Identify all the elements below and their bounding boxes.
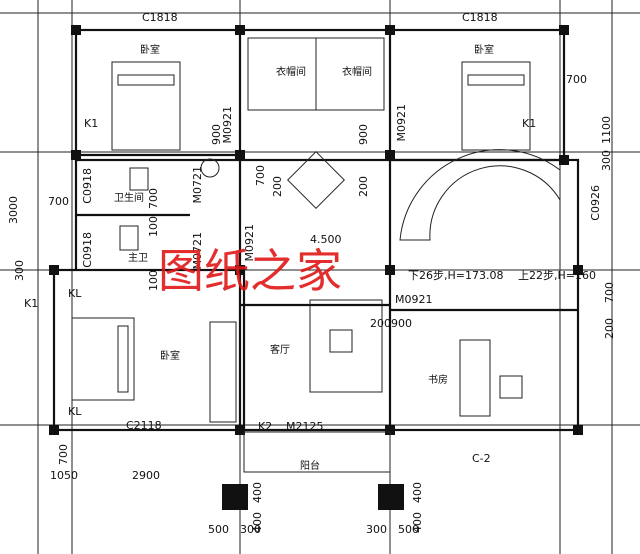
room-label: 主卫 [128, 253, 148, 264]
marker-kl: KL [68, 405, 82, 418]
column [71, 150, 81, 160]
walls [52, 28, 580, 432]
dimension: 1050 [50, 469, 78, 482]
planter [378, 484, 404, 510]
watermark: 图纸之家 [158, 244, 342, 298]
planters [222, 484, 404, 510]
dimension: 200900 [370, 317, 412, 330]
room-label: 卧室 [160, 351, 180, 362]
room-label: 客厅 [270, 345, 290, 356]
column [235, 265, 245, 275]
door-code: M0921 [221, 106, 234, 144]
level-mark: 4.500 [310, 233, 342, 246]
balcony-outline [243, 431, 391, 473]
spiral-stairs [399, 149, 561, 241]
column [235, 425, 245, 435]
columns [49, 25, 583, 435]
stair-note: 下26步,H=173.08 [408, 269, 504, 282]
dimension: 300 [600, 150, 613, 171]
column [559, 155, 569, 165]
column [235, 25, 245, 35]
marker-kl: KL [68, 287, 82, 300]
marker-k1: K1 [522, 117, 537, 130]
column [385, 25, 395, 35]
bed-left [71, 317, 135, 401]
dimension: 300 [13, 260, 26, 281]
door-code: M0721 [191, 166, 204, 204]
dimension: 500 [208, 523, 229, 536]
window-code: C0918 [81, 168, 94, 204]
column [385, 265, 395, 275]
dimension: 200 [271, 176, 284, 197]
room-label: 卧室 [474, 45, 494, 56]
dimension: 900 [210, 124, 223, 145]
dimension: 700 [48, 195, 69, 208]
dimension: 1100 [600, 116, 613, 144]
column [573, 265, 583, 275]
column [385, 425, 395, 435]
toilet-left [129, 167, 149, 191]
dimension: 700 [603, 282, 616, 303]
column [385, 150, 395, 160]
toilet [200, 158, 220, 178]
upper-wall [74, 28, 566, 162]
toilet-master [119, 225, 139, 251]
study-chair [499, 375, 523, 399]
marker-k2: K2 [258, 420, 273, 433]
room-label: 衣帽间 [342, 67, 372, 78]
pillow [467, 74, 525, 86]
dimension: 2900 [132, 469, 160, 482]
column [71, 25, 81, 35]
pillow [117, 325, 129, 393]
planter [222, 484, 248, 510]
door-code: M2125 [286, 420, 324, 433]
dimension: 500 [398, 523, 419, 536]
room-label: 卫生间 [114, 193, 144, 204]
column [559, 25, 569, 35]
right-wall [388, 158, 580, 432]
room-label: 衣帽间 [276, 67, 306, 78]
marker-k1: K1 [84, 117, 99, 130]
stair-note: 上22步,H=160 [518, 269, 596, 282]
dimension: 700 [254, 165, 267, 186]
dimension: 400 [411, 482, 424, 503]
column [49, 265, 59, 275]
pillow [117, 74, 175, 86]
room-label: 阳台 [300, 461, 320, 472]
dimension: 700 [57, 444, 70, 465]
door-code: M0921 [395, 104, 408, 142]
window-code: C1818 [142, 11, 178, 24]
window-code: C1818 [462, 11, 498, 24]
dimension: 400 [251, 482, 264, 503]
dimension: 200 [357, 176, 370, 197]
room-label: 书房 [428, 375, 448, 386]
column [49, 425, 59, 435]
column [235, 150, 245, 160]
dimension: 300 [240, 523, 261, 536]
furniture [71, 37, 561, 473]
dimension: 900 [357, 124, 370, 145]
dimension: 100 [147, 216, 160, 237]
window-code: C-2 [472, 452, 491, 465]
dimension: 3000 [7, 196, 20, 224]
window-code: C0926 [589, 185, 602, 221]
dimension: 300 [366, 523, 387, 536]
bed-top-left [111, 61, 181, 151]
bedroom-left-wall [52, 268, 246, 432]
dimension: 200 [603, 318, 616, 339]
column [573, 425, 583, 435]
sofa-set [309, 299, 383, 393]
tv-cabinet [209, 321, 237, 423]
coffee-table [329, 329, 353, 353]
window-code: C2118 [126, 419, 162, 432]
dining-table [287, 151, 345, 209]
study-desk [459, 339, 491, 417]
door-code: M0921 [395, 293, 433, 306]
dimension: 700 [566, 73, 587, 86]
room-label: 卧室 [140, 45, 160, 56]
window-code: C0918 [81, 232, 94, 268]
dimension: 700 [147, 188, 160, 209]
marker-k1: K1 [24, 297, 39, 310]
